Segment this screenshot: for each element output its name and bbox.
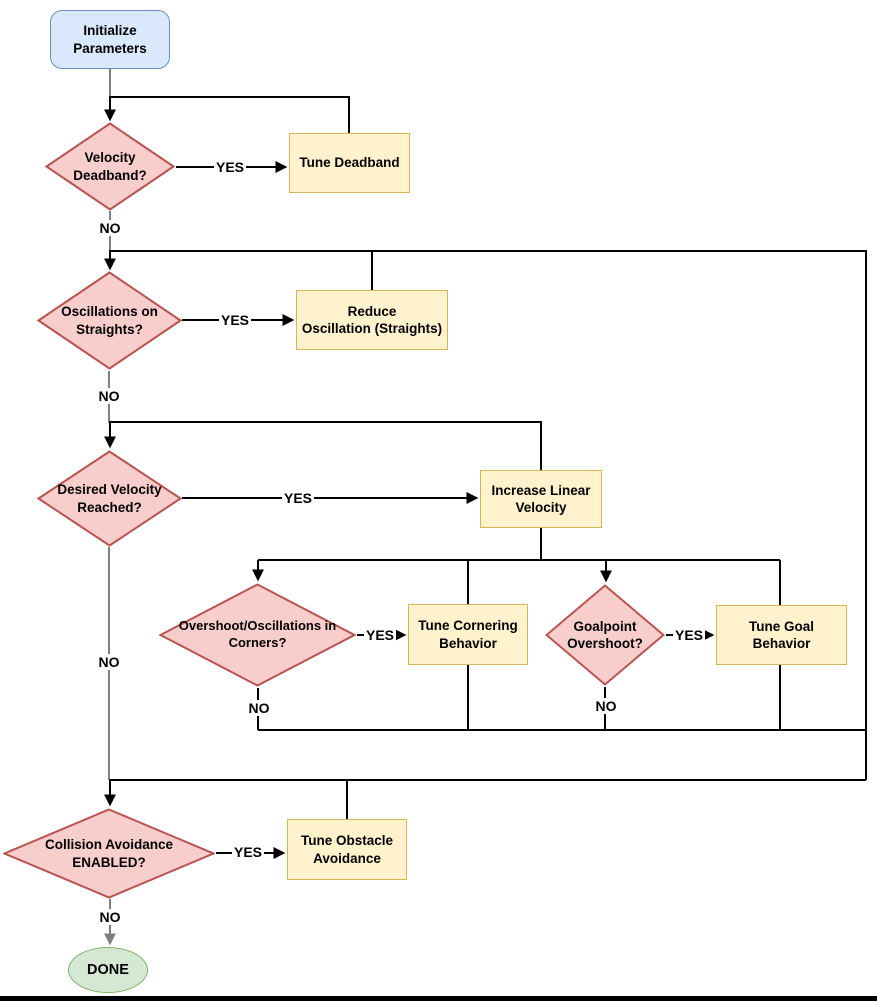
decision-goalpoint-overshoot: Goalpoint Overshoot? bbox=[545, 584, 665, 686]
edge-increase-velocity-feedback bbox=[104, 421, 542, 470]
edge-big-loop-return bbox=[372, 250, 867, 780]
diamond-shape bbox=[545, 584, 665, 686]
process-tune-deadband: Tune Deadband bbox=[289, 133, 410, 193]
process-reduce-oscillation: Reduce Oscillation (Straights) bbox=[296, 290, 448, 350]
bottom-border-bar bbox=[0, 996, 877, 1001]
decision-collision-avoidance: Collision Avoidance ENABLED? bbox=[3, 808, 215, 899]
edge-label-yes: YES bbox=[363, 627, 397, 643]
diamond-shape bbox=[37, 450, 182, 547]
edge-label-no: NO bbox=[96, 388, 122, 404]
edge-label-yes: YES bbox=[281, 490, 315, 506]
decision-label: Oscillations on Straights? bbox=[61, 304, 158, 337]
decision-label: Overshoot/Oscillations in Corners? bbox=[178, 618, 337, 650]
process-tune-cornering: Tune Cornering Behavior bbox=[408, 604, 528, 665]
edge-label-yes: YES bbox=[672, 627, 706, 643]
process-tune-goal: Tune Goal Behavior bbox=[716, 605, 847, 665]
start-node-initialize-parameters: Initialize Parameters bbox=[50, 10, 170, 69]
edge-label-yes: YES bbox=[231, 844, 265, 860]
process-increase-linear-velocity: Increase Linear Velocity bbox=[480, 470, 602, 528]
process-tune-obstacle: Tune Obstacle Avoidance bbox=[287, 819, 407, 880]
decision-overshoot-corners: Overshoot/Oscillations in Corners? bbox=[159, 583, 356, 687]
decision-label: Velocity Deadband? bbox=[73, 150, 147, 183]
edge-reduce-oscillation-feedback bbox=[104, 250, 373, 290]
diamond-shape bbox=[159, 583, 356, 687]
edge-label-no: NO bbox=[97, 220, 123, 236]
edge-label-no: NO bbox=[246, 700, 272, 716]
decision-label: Desired Velocity Reached? bbox=[57, 482, 162, 515]
decision-label: Goalpoint Overshoot? bbox=[567, 618, 643, 651]
decision-oscillations-straights: Oscillations on Straights? bbox=[37, 271, 182, 370]
edge-label-no: NO bbox=[96, 654, 122, 670]
decision-label: Collision Avoidance ENABLED? bbox=[44, 837, 174, 870]
edge-label-no: NO bbox=[97, 909, 123, 925]
edge-label-yes: YES bbox=[213, 159, 247, 175]
edge-label-no: NO bbox=[593, 698, 619, 714]
diamond-shape bbox=[45, 122, 175, 211]
decision-velocity-deadband: Velocity Deadband? bbox=[45, 122, 175, 211]
decision-desired-velocity: Desired Velocity Reached? bbox=[37, 450, 182, 547]
edge-tune-deadband-feedback bbox=[104, 96, 350, 133]
diamond-shape bbox=[37, 271, 182, 370]
diamond-shape bbox=[3, 808, 215, 899]
edge-into-collision-avoidance bbox=[104, 779, 866, 807]
end-node-done: DONE bbox=[68, 947, 148, 993]
edge-label-yes: YES bbox=[218, 312, 252, 328]
